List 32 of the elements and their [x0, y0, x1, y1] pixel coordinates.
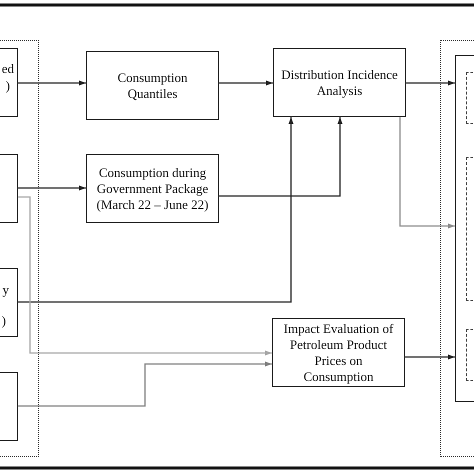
process-box [0, 48, 18, 117]
arrow [399, 117, 455, 228]
arrow [406, 80, 455, 86]
process-box [86, 51, 219, 120]
arrow [18, 186, 86, 190]
arrow [18, 80, 86, 86]
process-box [0, 372, 18, 441]
output-box [454, 54, 474, 402]
box-label: Impact Evaluation of Petroleum Product Prices on Consumption [282, 320, 394, 384]
arrow [219, 80, 273, 86]
box-label: y [2, 282, 9, 298]
dotted-group-frame [440, 40, 474, 457]
process-box [273, 48, 406, 117]
box-label: Distribution Incidence Analysis [280, 66, 399, 98]
box-label: ) [6, 78, 10, 94]
arrow [18, 362, 272, 407]
dashed-box [466, 329, 474, 382]
dashed-box [466, 72, 474, 124]
arrow [18, 196, 272, 356]
arrow [219, 117, 342, 197]
arrow [18, 117, 294, 303]
dashed-box [466, 157, 474, 302]
dotted-group-frame [0, 40, 39, 457]
process-box [272, 318, 405, 387]
box-label: ) [2, 312, 6, 329]
process-box [86, 154, 219, 223]
arrow [405, 354, 455, 360]
process-box [0, 268, 18, 337]
box-label: Consumption during Government Package (March 22 – June 22) [96, 164, 210, 212]
box-label: Consumption Quantiles [116, 70, 189, 102]
box-label: ed [2, 60, 14, 77]
process-box [0, 154, 18, 223]
